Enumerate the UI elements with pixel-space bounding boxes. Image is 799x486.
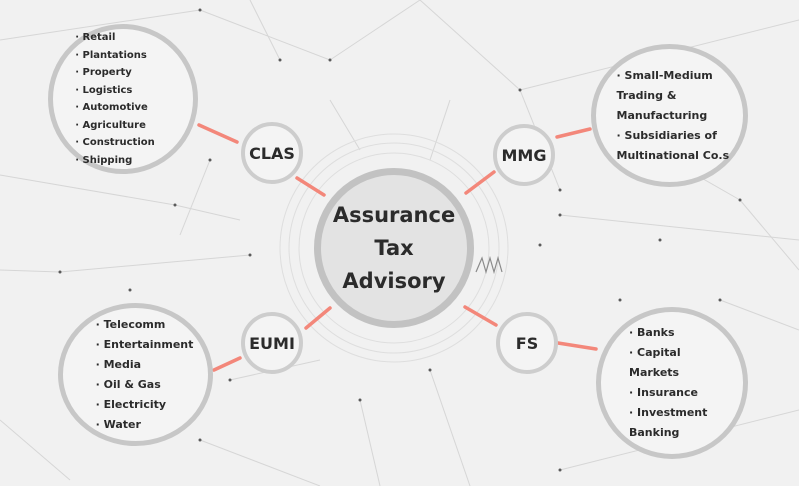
node-eumi[interactable]: EUMI bbox=[241, 312, 303, 374]
eumi-item: Water bbox=[96, 415, 194, 435]
eumi-item: Oil & Gas bbox=[96, 375, 194, 395]
clas-item: Shipping bbox=[75, 152, 155, 170]
eumi-item: Entertainment bbox=[96, 335, 194, 355]
eumi-item: Telecomm bbox=[96, 315, 194, 335]
clas-list-circle: Retail Plantations Property Logistics Au… bbox=[48, 24, 198, 174]
eumi-list: Telecomm Entertainment Media Oil & Gas E… bbox=[96, 315, 194, 435]
fs-item: Insurance bbox=[629, 383, 727, 403]
node-eumi-label: EUMI bbox=[249, 333, 295, 353]
fs-item: Investment Banking bbox=[629, 403, 727, 443]
clas-item: Retail bbox=[75, 29, 155, 47]
clas-item: Automotive bbox=[75, 99, 155, 117]
node-mmg[interactable]: MMG bbox=[493, 124, 555, 186]
clas-item: Agriculture bbox=[75, 117, 155, 135]
eumi-item: Media bbox=[96, 355, 194, 375]
clas-item: Logistics bbox=[75, 82, 155, 100]
clas-item: Property bbox=[75, 64, 155, 82]
clas-item: Plantations bbox=[75, 47, 155, 65]
eumi-list-circle: Telecomm Entertainment Media Oil & Gas E… bbox=[58, 303, 213, 446]
node-fs-label: FS bbox=[515, 333, 539, 353]
center-circle[interactable]: Assurance Tax Advisory bbox=[314, 168, 474, 328]
fs-item: Banks bbox=[629, 323, 727, 343]
center-line-2: Tax bbox=[374, 235, 414, 260]
zigzag-mark bbox=[475, 255, 503, 275]
node-fs[interactable]: FS bbox=[496, 312, 558, 374]
clas-item: Construction bbox=[75, 134, 155, 152]
connector-lines bbox=[197, 123, 598, 372]
mmg-item: Small-Medium Trading & Manufacturing bbox=[617, 66, 733, 126]
mmg-list: Small-Medium Trading & Manufacturing Sub… bbox=[617, 66, 733, 166]
mmg-item: Subsidiaries of Multinational Co.s bbox=[617, 126, 733, 166]
clas-list: Retail Plantations Property Logistics Au… bbox=[75, 29, 155, 169]
fs-item: Capital Markets bbox=[629, 343, 727, 383]
fs-list: Banks Capital Markets Insurance Investme… bbox=[629, 323, 727, 443]
node-clas[interactable]: CLAS bbox=[241, 122, 303, 184]
center-line-3: Advisory bbox=[342, 268, 446, 293]
fs-list-circle: Banks Capital Markets Insurance Investme… bbox=[596, 307, 748, 459]
node-clas-label: CLAS bbox=[249, 143, 295, 163]
node-mmg-label: MMG bbox=[501, 145, 547, 165]
eumi-item: Electricity bbox=[96, 395, 194, 415]
center-line-1: Assurance bbox=[332, 202, 456, 227]
mmg-list-circle: Small-Medium Trading & Manufacturing Sub… bbox=[591, 44, 748, 187]
